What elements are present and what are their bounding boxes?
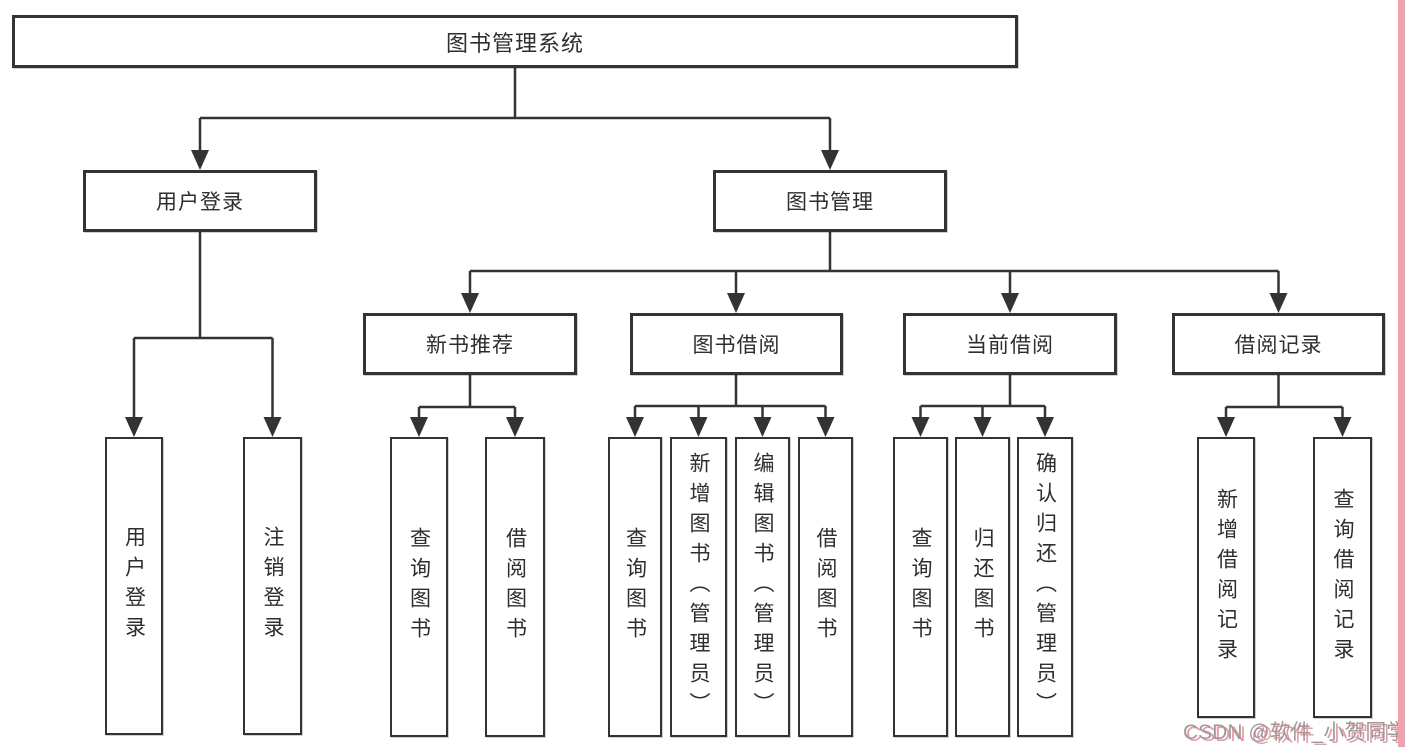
leaf-label: 借阅图书 — [814, 527, 837, 647]
node-label: 图书借阅 — [692, 334, 781, 357]
leaf-confirm-return-admin: 确认归还（管理员） — [1017, 437, 1073, 737]
leaf-return-books: 归还图书 — [955, 437, 1010, 737]
node-new-book-recommend: 新书推荐 — [363, 313, 577, 375]
leaf-label: 用户登录 — [122, 526, 146, 646]
leaf-borrow-books: 借阅图书 — [798, 437, 853, 737]
right-edge-pink-strip — [1398, 0, 1405, 747]
node-label: 新书推荐 — [426, 334, 514, 357]
leaf-query-books: 查询图书 — [893, 437, 948, 737]
leaf-label: 查询借阅记录 — [1331, 487, 1354, 668]
node-book-management: 图书管理 — [713, 170, 947, 232]
watermark: CSDN @软件_小贺同学 CSDN @软件_小贺同学 — [1183, 716, 1405, 746]
node-user-login: 用户登录 — [83, 170, 317, 232]
node-label: 用户登录 — [156, 191, 244, 214]
leaf-query-borrow-record: 查询借阅记录 — [1313, 437, 1372, 718]
leaf-add-borrow-record: 新增借阅记录 — [1197, 437, 1255, 718]
leaf-label: 编辑图书（管理员） — [751, 452, 774, 722]
node-label: 图书管理 — [786, 191, 874, 214]
arrowhead-icons — [125, 150, 1352, 437]
node-label: 图书管理系统 — [445, 30, 584, 56]
node-current-borrowing: 当前借阅 — [903, 313, 1117, 375]
leaf-label: 查询图书 — [407, 527, 431, 647]
leaf-label: 归还图书 — [971, 527, 994, 647]
leaf-borrow-books: 借阅图书 — [485, 437, 545, 737]
leaf-edit-book-admin: 编辑图书（管理员） — [735, 437, 790, 737]
leaf-label: 确认归还（管理员） — [1033, 452, 1057, 722]
watermark-text: CSDN @软件_小贺同学 — [1183, 721, 1405, 744]
leaf-user-login: 用户登录 — [105, 437, 163, 735]
node-borrowing-records: 借阅记录 — [1172, 313, 1385, 375]
node-label: 借阅记录 — [1234, 334, 1323, 357]
leaf-label: 注销登录 — [261, 526, 284, 646]
leaf-query-books: 查询图书 — [608, 437, 662, 737]
leaf-label: 新增图书（管理员） — [687, 452, 710, 722]
leaf-logout: 注销登录 — [243, 437, 302, 735]
leaf-label: 查询图书 — [623, 527, 647, 647]
watermark-shadow: CSDN @软件_小贺同学 — [1186, 723, 1405, 746]
leaf-label: 借阅图书 — [503, 527, 527, 647]
leaf-add-book-admin: 新增图书（管理员） — [670, 437, 727, 737]
leaf-label: 查询图书 — [909, 527, 932, 647]
leaf-query-books: 查询图书 — [390, 437, 448, 737]
node-book-management-system: 图书管理系统 — [12, 15, 1018, 68]
node-label: 当前借阅 — [966, 334, 1054, 357]
leaf-label: 新增借阅记录 — [1214, 487, 1238, 668]
node-book-borrowing: 图书借阅 — [630, 313, 843, 375]
